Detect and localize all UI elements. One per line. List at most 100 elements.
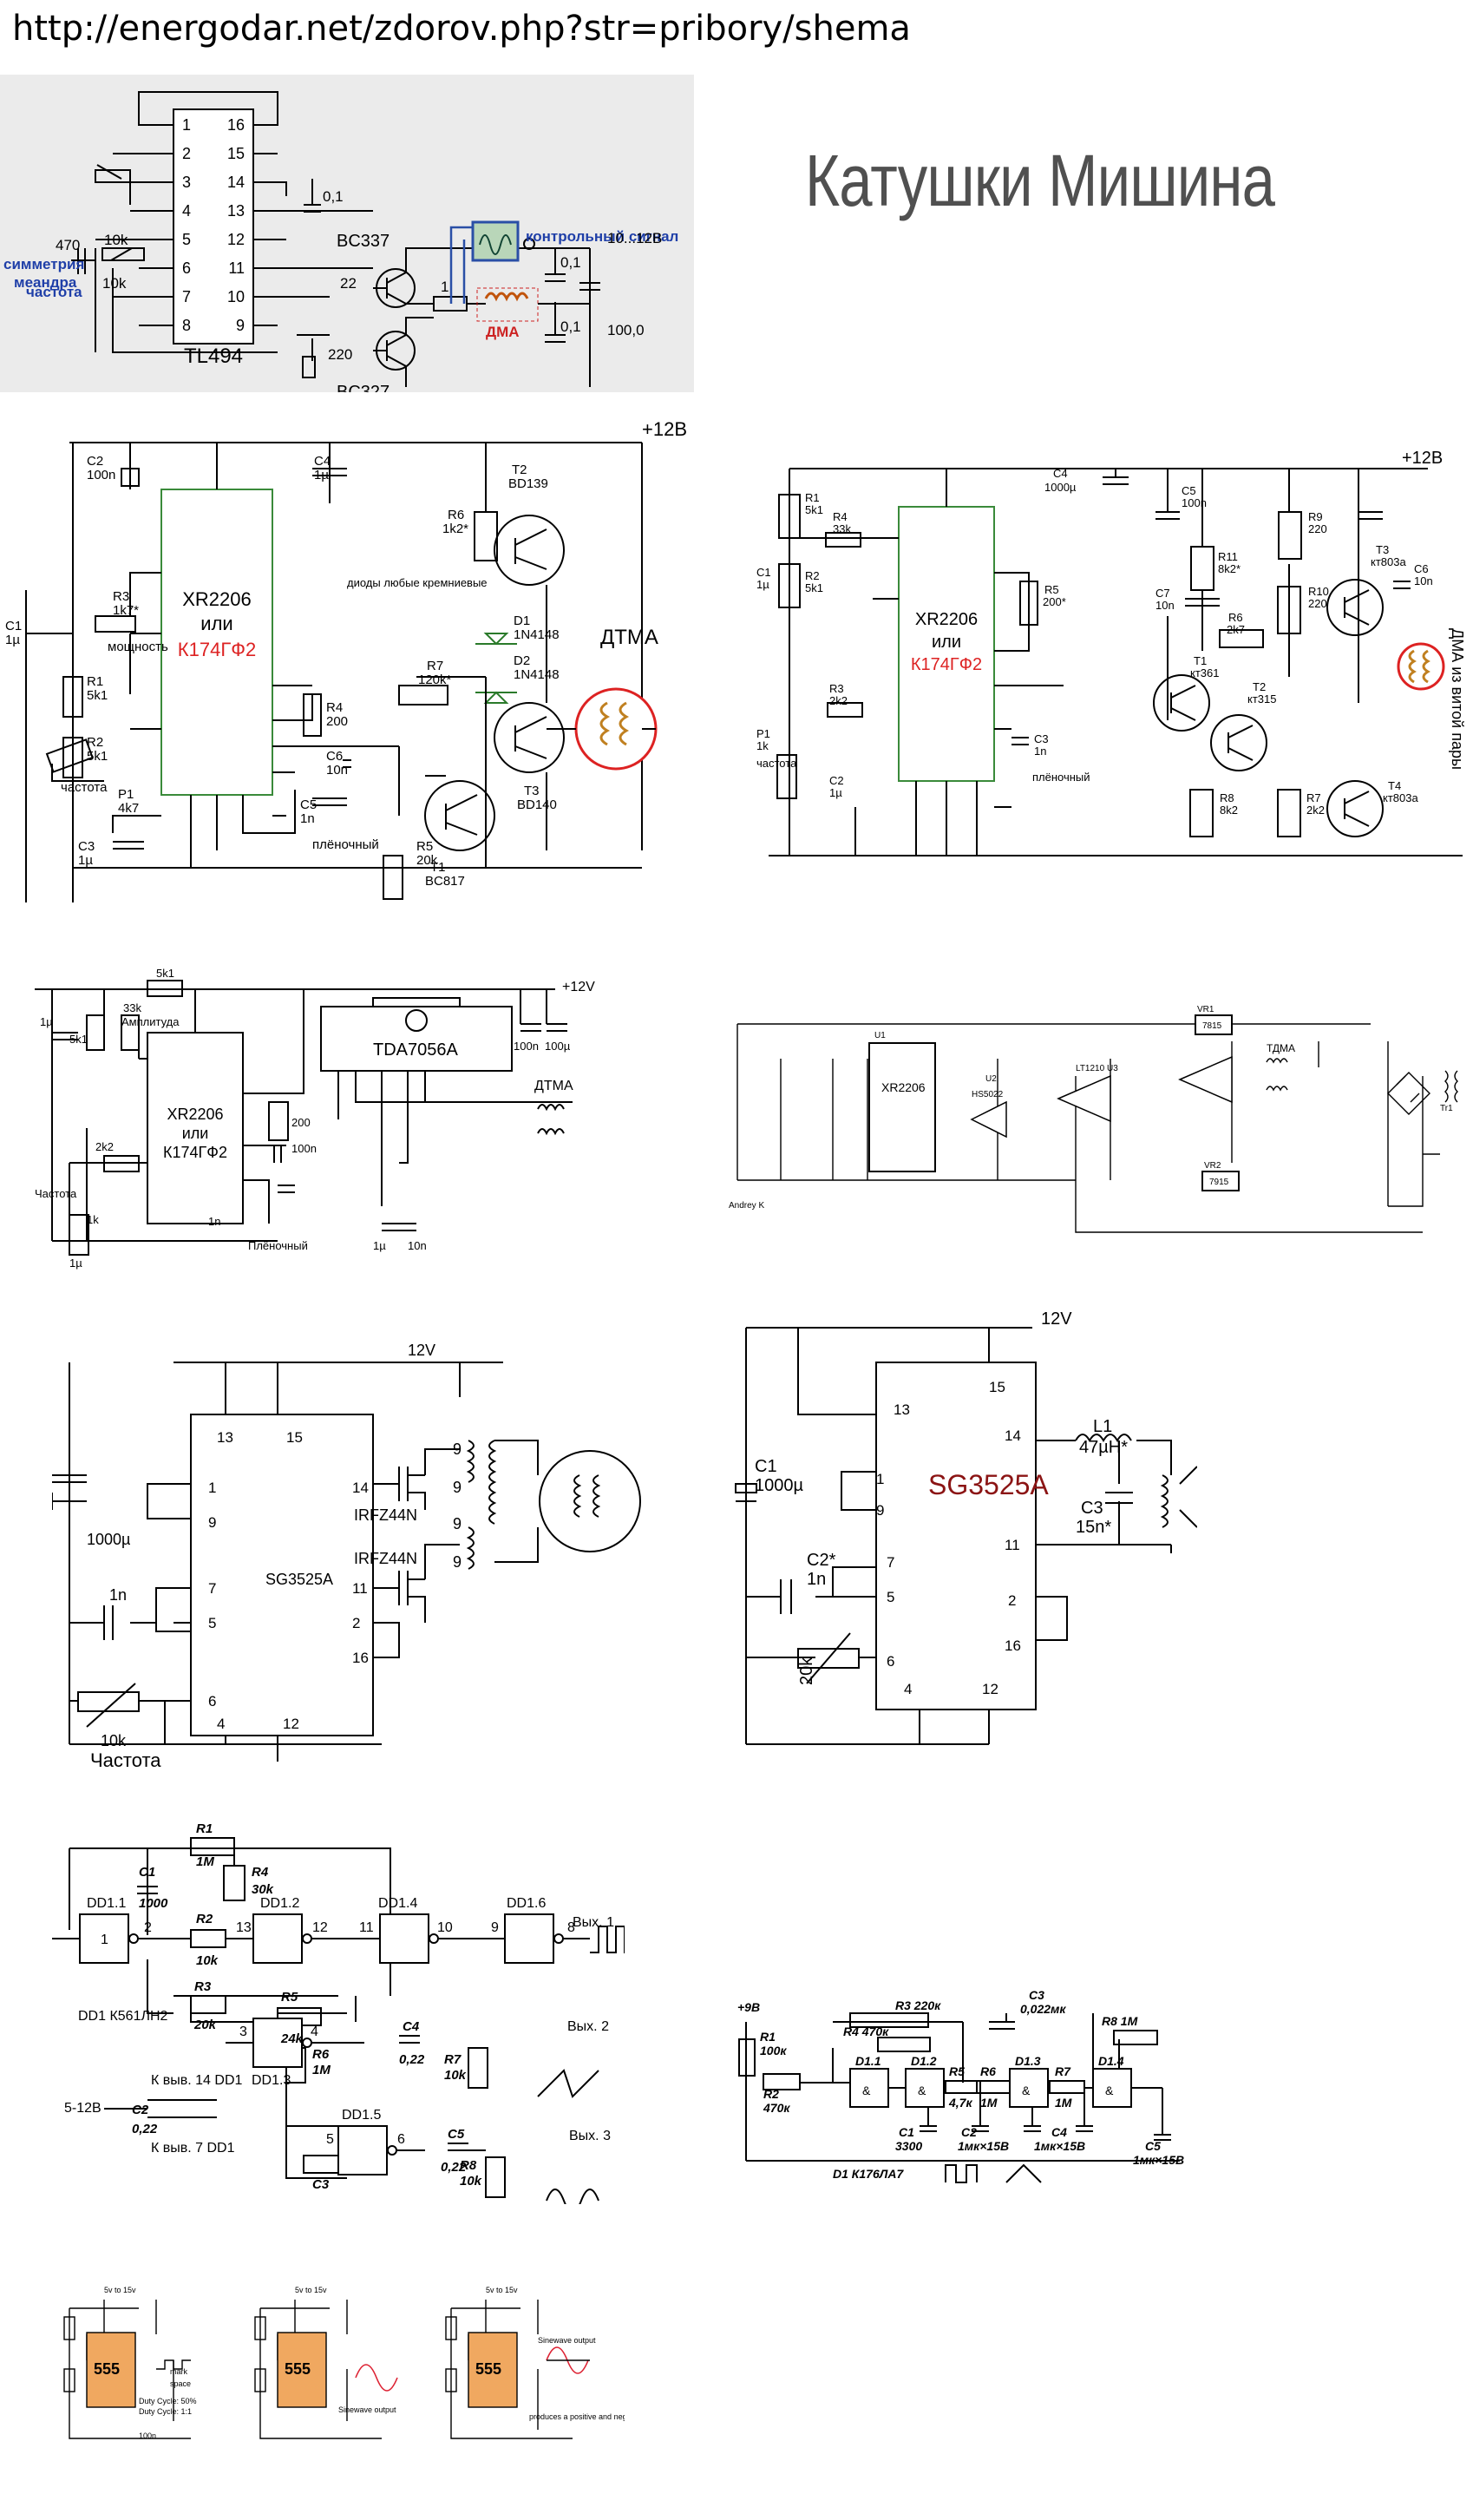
svg-text:15: 15: [227, 145, 245, 162]
svg-text:10k: 10k: [196, 1953, 219, 1968]
svg-text:5-12В: 5-12В: [64, 2101, 101, 2116]
svg-text:Вых. 1: Вых. 1: [573, 1915, 614, 1930]
svg-text:5k1: 5k1: [805, 581, 823, 594]
svg-text:R1: R1: [196, 1821, 213, 1836]
svg-text:10...12В: 10...12В: [607, 230, 662, 246]
svg-text:BC327: BC327: [337, 383, 390, 392]
svg-text:10: 10: [437, 1920, 453, 1935]
svg-text:0,22: 0,22: [441, 2160, 467, 2175]
svg-text:меандра: меандра: [14, 274, 77, 291]
svg-text:1k2*: 1k2*: [442, 522, 468, 536]
svg-text:220: 220: [1308, 597, 1327, 610]
svg-text:ДТМА: ДТМА: [534, 1079, 573, 1093]
svg-text:ДМА: ДМА: [486, 324, 520, 340]
svg-text:1µ: 1µ: [78, 853, 93, 868]
svg-text:1M: 1M: [980, 2096, 998, 2110]
svg-text:20k: 20k: [193, 2018, 217, 2032]
svg-text:TDA7056A: TDA7056A: [373, 1040, 458, 1060]
svg-text:Амплитуда: Амплитуда: [121, 1015, 180, 1028]
sg3525-chip-b: [875, 1362, 1037, 1710]
svg-text:1µ: 1µ: [314, 468, 329, 482]
svg-text:U1: U1: [874, 1031, 886, 1040]
svg-text:220: 220: [1308, 522, 1327, 535]
svg-text:16: 16: [1005, 1637, 1021, 1654]
svg-text:space: space: [170, 2379, 191, 2388]
svg-text:кт803а: кт803а: [1383, 791, 1418, 804]
svg-text:D1.2: D1.2: [911, 2054, 937, 2068]
svg-text:D2: D2: [514, 653, 530, 668]
svg-text:5: 5: [326, 2132, 334, 2147]
svg-text:R2: R2: [196, 1912, 213, 1926]
svg-text:7: 7: [182, 288, 191, 305]
svg-text:Duty Cycle: 1:1: Duty Cycle: 1:1: [139, 2407, 192, 2416]
svg-text:DD1 К561ЛН2: DD1 К561ЛН2: [78, 2009, 168, 2024]
svg-text:11: 11: [359, 1920, 374, 1935]
svg-text:12: 12: [283, 1716, 299, 1732]
svg-text:47µH*: 47µH*: [1079, 1438, 1128, 1457]
svg-text:2: 2: [182, 145, 191, 162]
svg-text:12: 12: [312, 1920, 328, 1935]
svg-text:10n: 10n: [1414, 574, 1433, 587]
svg-text:R7: R7: [1306, 791, 1321, 804]
tl494-chip: [173, 108, 254, 345]
svg-text:12: 12: [982, 1681, 998, 1697]
svg-text:1N4148: 1N4148: [514, 667, 560, 682]
svg-text:R10: R10: [1308, 585, 1329, 598]
svg-text:R3: R3: [113, 589, 129, 604]
svg-text:или: или: [200, 613, 232, 634]
svg-text:P1: P1: [756, 727, 770, 740]
svg-text:5v to 15v: 5v to 15v: [104, 2286, 136, 2294]
svg-text:R3: R3: [194, 1979, 212, 1994]
svg-text:1k: 1k: [756, 739, 769, 752]
svg-text:4: 4: [904, 1681, 912, 1697]
svg-text:DD1.3: DD1.3: [252, 2073, 291, 2088]
svg-text:C3: C3: [312, 2177, 330, 2192]
svg-text:2k7: 2k7: [1227, 623, 1245, 636]
svg-text:4: 4: [311, 2025, 318, 2039]
svg-text:R2: R2: [805, 569, 820, 582]
svg-text:&: &: [1105, 2084, 1114, 2097]
svg-text:C1: C1: [899, 2125, 914, 2139]
svg-text:produces a positive and negati: produces a positive and negative wavefor…: [529, 2412, 625, 2421]
svg-text:10n: 10n: [408, 1239, 427, 1252]
svg-text:14: 14: [227, 174, 245, 191]
lt1210-schematic: XR2206 HS5022 LT1210 ТДМА 7815 7915 VR1 …: [711, 989, 1473, 1241]
svg-text:Sinewave output: Sinewave output: [538, 2336, 596, 2345]
svg-text:R8 1M: R8 1M: [1102, 2014, 1138, 2028]
svg-text:кт361: кт361: [1190, 666, 1219, 679]
svg-text:1µ: 1µ: [5, 633, 20, 647]
svg-text:10: 10: [227, 288, 245, 305]
svg-text:R1: R1: [87, 674, 103, 689]
svg-text:R4: R4: [252, 1865, 269, 1880]
svg-text:R2: R2: [87, 735, 103, 750]
svg-text:1µ: 1µ: [69, 1257, 82, 1270]
svg-text:8: 8: [567, 1920, 575, 1935]
svg-text:DD1.4: DD1.4: [378, 1896, 417, 1911]
svg-text:C2: C2: [961, 2125, 977, 2139]
svg-text:C4: C4: [1053, 467, 1068, 480]
svg-text:6: 6: [182, 259, 191, 277]
svg-text:24k: 24k: [280, 2031, 304, 2046]
svg-text:2: 2: [1008, 1592, 1016, 1609]
svg-text:&: &: [1022, 2084, 1031, 2097]
svg-text:К выв. 14 DD1: К выв. 14 DD1: [151, 2073, 243, 2088]
svg-text:Плёночный: Плёночный: [248, 1239, 308, 1252]
svg-text:VR1: VR1: [1197, 1005, 1214, 1014]
svg-text:20k: 20k: [416, 853, 438, 868]
svg-text:диоды любые кремниевые: диоды любые кремниевые: [347, 576, 488, 589]
svg-text:C3: C3: [1081, 1499, 1103, 1518]
svg-text:Andrey K: Andrey K: [729, 1201, 764, 1211]
svg-text:10n: 10n: [1155, 599, 1175, 612]
svg-text:0,1: 0,1: [323, 188, 344, 205]
svg-text:Tr1: Tr1: [1440, 1104, 1453, 1113]
svg-text:8: 8: [182, 317, 191, 334]
svg-text:К174ГФ2: К174ГФ2: [178, 639, 256, 660]
svg-text:10k: 10k: [104, 232, 128, 248]
svg-text:или: или: [932, 633, 961, 652]
